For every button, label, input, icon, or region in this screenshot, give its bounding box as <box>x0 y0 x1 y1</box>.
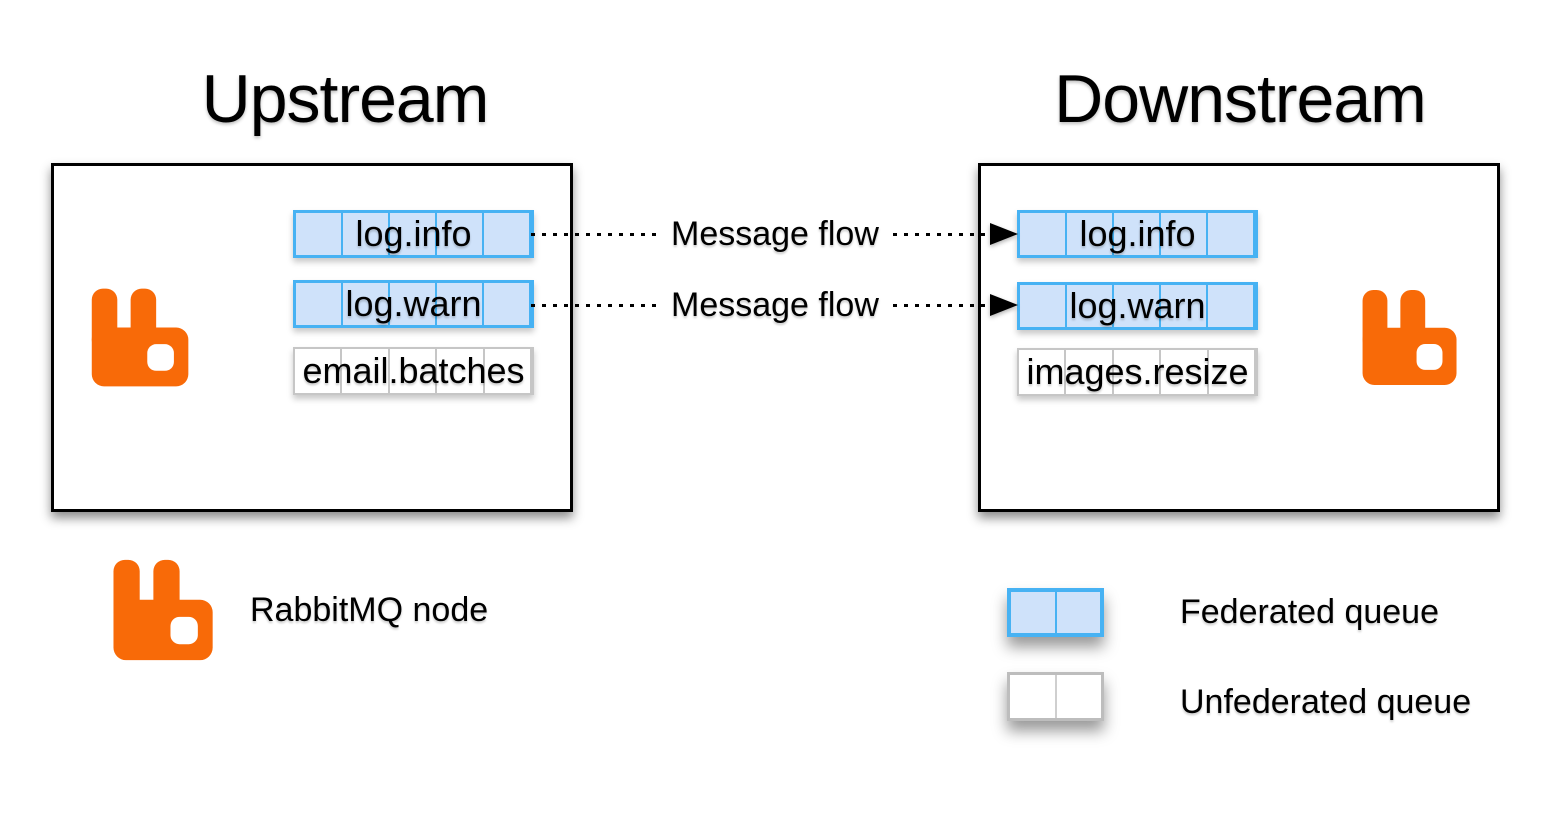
rabbitmq-logo-icon <box>82 282 197 393</box>
downstream-node-box: log.info log.warn images.resize <box>978 163 1500 512</box>
queue-cell <box>1208 285 1255 327</box>
flow-label: Message flow <box>671 286 879 324</box>
queue-cell <box>390 283 437 325</box>
dotted-line <box>531 303 657 307</box>
legend-rabbitmq-node-label: RabbitMQ node <box>250 590 489 629</box>
message-flow-log-warn: Message flow <box>531 288 1018 322</box>
queue-cell <box>1114 350 1162 394</box>
queue-name: log.warn <box>1069 285 1206 326</box>
flow-label: Message flow <box>671 215 879 253</box>
dotted-line <box>531 232 657 236</box>
queue-cell <box>437 213 484 255</box>
queue-cell <box>1208 213 1255 255</box>
dotted-line <box>892 303 990 307</box>
upstream-node-box: log.info log.warn email.batches <box>51 163 573 512</box>
queue-cell <box>1161 213 1208 255</box>
queue-cell <box>296 283 343 325</box>
dotted-line <box>892 232 990 236</box>
queue-name: log.info <box>355 213 472 254</box>
queue-cell <box>437 283 484 325</box>
queue-cell <box>343 213 390 255</box>
queue-cell <box>296 213 343 255</box>
rabbitmq-logo-icon <box>105 553 220 667</box>
queue-cell <box>1114 213 1161 255</box>
rabbitmq-logo-icon <box>1355 283 1463 392</box>
queue-cell <box>1057 675 1102 718</box>
queue-cell <box>1161 350 1209 394</box>
queue-cell <box>1019 350 1067 394</box>
queue-cell <box>1057 592 1101 633</box>
queue-name: log.info <box>1079 213 1196 254</box>
queue-cell <box>390 213 437 255</box>
queue-log-info-upstream: log.info <box>293 210 534 258</box>
queue-cell <box>1161 285 1208 327</box>
queue-cell <box>1067 213 1114 255</box>
queue-cell <box>1067 285 1114 327</box>
arrow-right-icon <box>990 294 1018 316</box>
queue-cell <box>484 213 531 255</box>
queue-cell <box>1066 350 1114 394</box>
queue-cell <box>1010 675 1057 718</box>
queue-cell <box>343 283 390 325</box>
queue-log-warn-downstream: log.warn <box>1017 282 1258 330</box>
arrow-right-icon <box>990 223 1018 245</box>
queue-cell <box>342 349 390 393</box>
queue-name: images.resize <box>1026 351 1249 392</box>
queue-cell <box>1209 350 1257 394</box>
queue-name: log.warn <box>345 283 482 324</box>
queue-email-batches-upstream: email.batches <box>293 347 534 395</box>
downstream-title: Downstream <box>1054 61 1427 137</box>
queue-log-warn-upstream: log.warn <box>293 280 534 328</box>
queue-cell <box>1011 592 1057 633</box>
queue-images-resize-downstream: images.resize <box>1017 348 1258 396</box>
queue-cell <box>295 349 343 393</box>
queue-cell <box>1114 285 1161 327</box>
upstream-title: Upstream <box>201 61 490 137</box>
legend-federated-swatch <box>1007 588 1104 637</box>
legend-federated-label: Federated queue <box>1180 593 1439 631</box>
queue-cell <box>390 349 438 393</box>
queue-cell <box>1020 285 1067 327</box>
legend-unfederated-label: Unfederated queue <box>1180 683 1472 721</box>
queue-name: email.batches <box>302 350 525 391</box>
message-flow-log-info: Message flow <box>531 217 1018 251</box>
queue-cell <box>437 349 485 393</box>
queue-cell <box>484 283 531 325</box>
queue-cell <box>1020 213 1067 255</box>
queue-log-info-downstream: log.info <box>1017 210 1258 258</box>
queue-cell <box>485 349 533 393</box>
legend-unfederated-swatch <box>1007 672 1104 721</box>
